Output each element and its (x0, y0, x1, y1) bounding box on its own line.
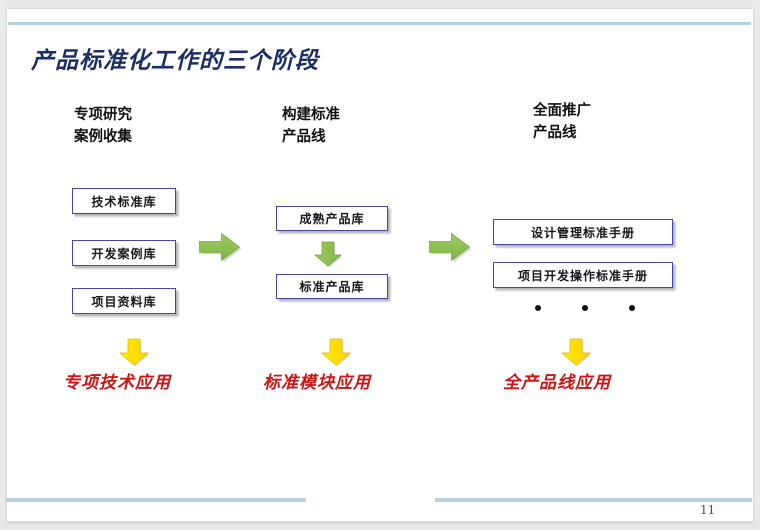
footer-rule-left (6, 498, 306, 502)
column-heading-2-line2: 产品线 (282, 128, 326, 145)
page-surround-bottom (0, 520, 760, 530)
process-box: 成熟产品库 (276, 206, 388, 231)
arrow-down-icon (118, 338, 150, 368)
page-surround-left (0, 0, 6, 530)
process-box: 设计管理标准手册 (493, 219, 673, 245)
arrow-down-icon (560, 338, 592, 368)
column-heading-2: 构建标准 产品线 (282, 104, 340, 148)
ellipsis-dot (629, 305, 635, 311)
footer-rule-right (435, 498, 752, 502)
slide-title: 产品标准化工作的三个阶段 (31, 47, 319, 74)
process-box-label: 设计管理标准手册 (530, 225, 635, 240)
arrow-right-icon (198, 232, 242, 270)
column-heading-3: 全面推广 产品线 (533, 100, 591, 144)
process-box-label: 技术标准库 (91, 194, 157, 209)
page-surround-top (0, 0, 760, 8)
page-surround-right (752, 0, 760, 530)
process-box: 项目资料库 (72, 288, 176, 314)
process-box-label: 成熟产品库 (299, 212, 365, 226)
ellipsis-dots (535, 305, 635, 311)
process-box-label: 项目开发操作标准手册 (517, 268, 648, 283)
outcome-label: 全产品线应用 (503, 373, 611, 393)
outcome-label: 标准模块应用 (263, 373, 371, 393)
column-heading-1: 专项研究 案例收集 (74, 104, 132, 148)
arrow-down-icon (320, 338, 352, 368)
process-box: 项目开发操作标准手册 (493, 262, 673, 288)
column-heading-3-line2: 产品线 (533, 124, 577, 141)
column-heading-3-line1: 全面推广 (533, 102, 591, 119)
process-box-label: 项目资料库 (91, 294, 157, 309)
column-heading-1-line1: 专项研究 (74, 106, 132, 123)
process-box: 技术标准库 (72, 188, 176, 214)
ellipsis-dot (582, 305, 588, 311)
process-box-label: 标准产品库 (299, 280, 365, 294)
process-box-label: 开发案例库 (91, 246, 157, 261)
arrow-right-icon (428, 232, 472, 270)
process-box: 标准产品库 (276, 274, 388, 299)
column-heading-2-line1: 构建标准 (282, 106, 340, 123)
page-number: 11 (700, 503, 716, 517)
header-divider-rule (8, 22, 751, 25)
process-box: 开发案例库 (72, 240, 176, 266)
outcome-label: 专项技术应用 (63, 373, 171, 393)
arrow-down-icon (313, 241, 343, 269)
column-heading-1-line2: 案例收集 (74, 128, 132, 145)
ellipsis-dot (535, 305, 541, 311)
